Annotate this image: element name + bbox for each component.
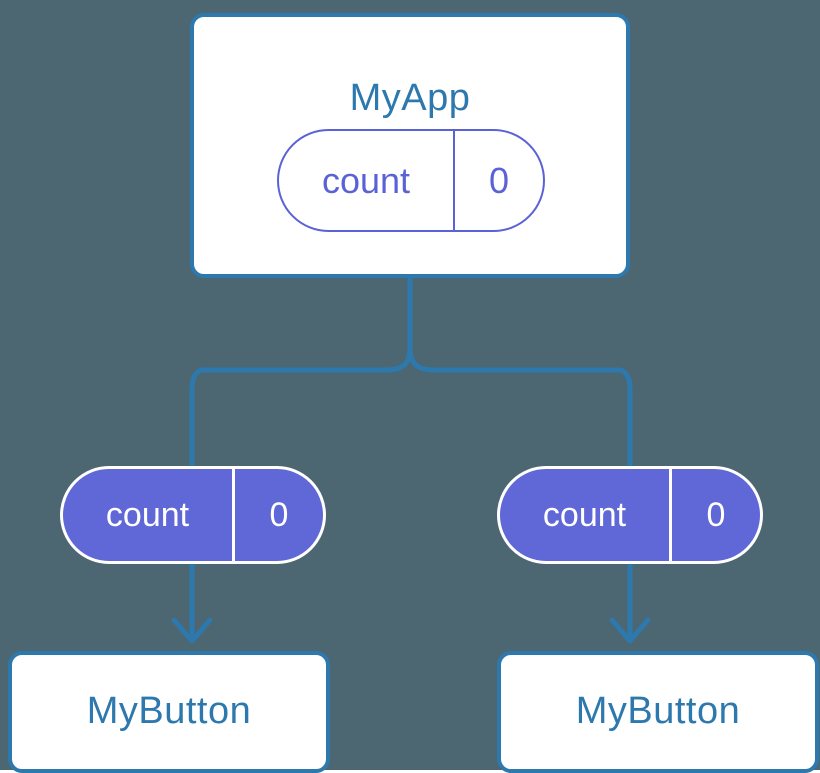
state-pill-key: count [279,131,455,230]
arrow-head-left-icon [171,617,213,644]
arrow-head-right-icon [609,617,651,644]
props-pill-right-value: 0 [706,495,726,534]
component-label-mybutton-left: MyButton [86,690,252,732]
component-box-mybutton-left[interactable]: MyButton [8,651,330,773]
state-pill-count[interactable]: count 0 [277,129,545,232]
props-pill-right[interactable]: count 0 [497,466,763,564]
props-pill-left-value: 0 [269,495,289,534]
props-pill-right-key: count [500,469,672,561]
connector-branch-right [407,345,633,469]
component-label-myapp: MyApp [349,77,471,119]
props-pill-left-key: count [63,469,235,561]
component-label-mybutton-right: MyButton [575,690,741,732]
connector-branch-left [189,345,413,469]
props-pill-left[interactable]: count 0 [60,466,326,564]
component-box-mybutton-right[interactable]: MyButton [497,651,819,773]
state-pill-value: 0 [488,159,510,201]
